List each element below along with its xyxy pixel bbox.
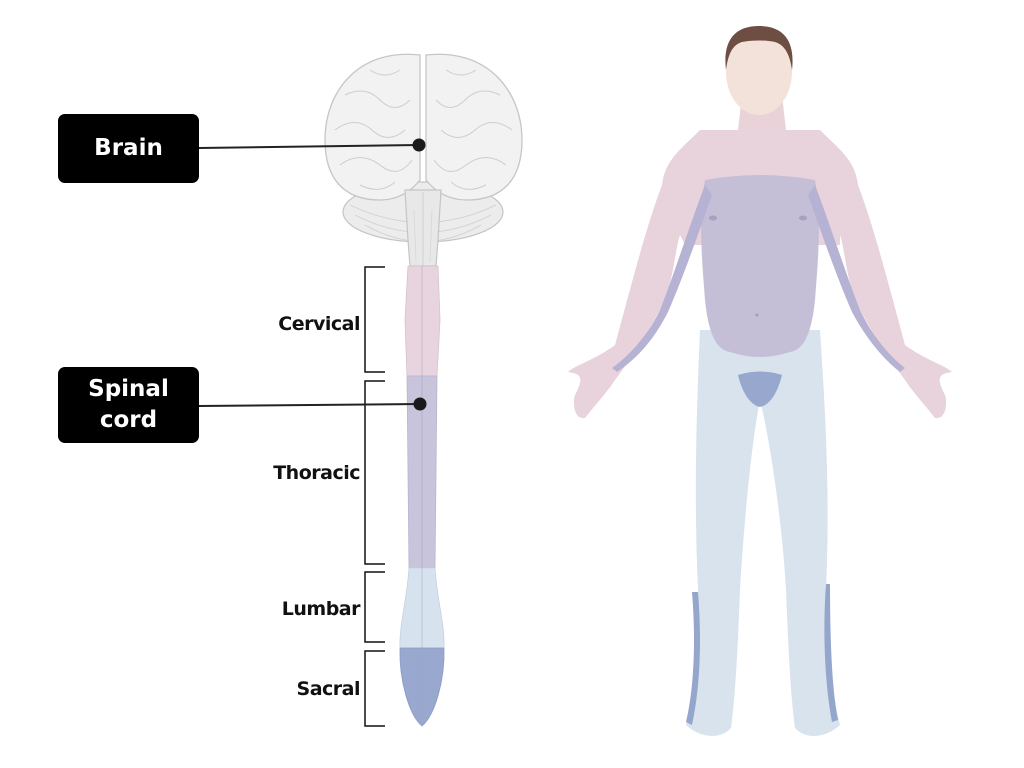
- legs-lumbar-region: [686, 330, 840, 736]
- hair: [725, 26, 793, 70]
- spinal-pointer-line: [198, 403, 421, 407]
- lumbar-label: Lumbar: [281, 598, 361, 620]
- thoracic-label: Thoracic: [273, 462, 360, 484]
- sacral-label: Sacral: [296, 678, 361, 700]
- left-leg-sacral-stripe: [686, 592, 700, 725]
- region-brackets: [364, 266, 385, 727]
- right-arm-thoracic-stripe: [808, 185, 905, 372]
- spinal-cord-illustration: [399, 265, 445, 727]
- brain-pointer-line: [198, 144, 420, 149]
- spinal-pointer-dot: [413, 397, 427, 411]
- brain-illustration: [324, 53, 523, 267]
- cervical-segment: [404, 265, 441, 377]
- sacral-bracket: [364, 650, 385, 727]
- spinal-cord-label: Spinal cord: [58, 367, 199, 443]
- lumbar-bracket: [364, 571, 385, 643]
- thoracic-bracket: [364, 380, 385, 565]
- human-body-dermatome-map: [568, 26, 952, 736]
- right-leg-sacral-stripe: [824, 584, 838, 722]
- groin-sacral-region: [738, 371, 782, 407]
- torso-thoracic-region: [701, 175, 819, 357]
- cervical-bracket: [364, 266, 385, 373]
- brain-pointer-dot: [412, 138, 426, 152]
- pointer-lines: [198, 138, 427, 411]
- head: [726, 29, 792, 115]
- brain-label: Brain: [58, 114, 199, 183]
- left-arm-thoracic-stripe: [612, 185, 712, 372]
- cervical-label: Cervical: [278, 313, 360, 335]
- arms-cervical-region: [568, 130, 952, 419]
- brain-label-text: Brain: [94, 135, 163, 161]
- spinal-cord-label-text: Spinal cord: [88, 376, 169, 433]
